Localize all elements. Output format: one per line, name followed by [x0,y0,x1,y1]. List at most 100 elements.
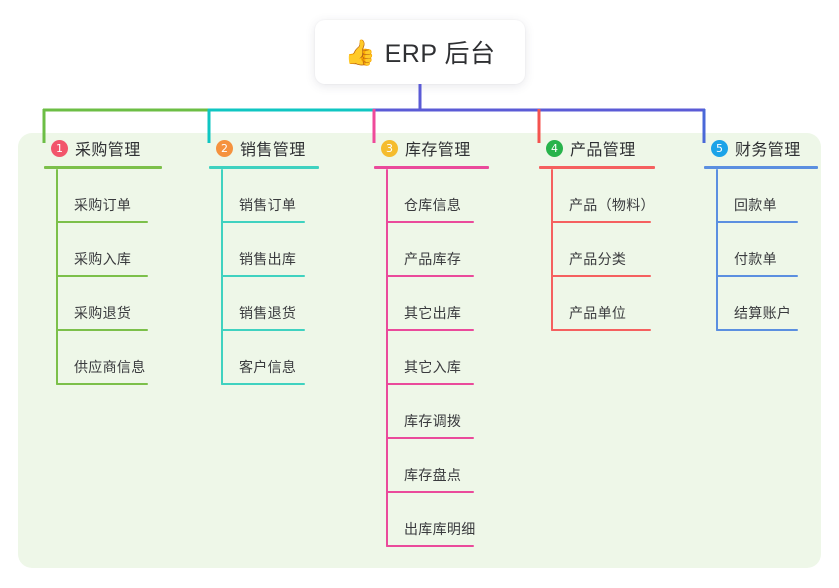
branch-item-rule [221,329,305,331]
branch-item[interactable]: 供应商信息 [56,331,180,385]
branch-item[interactable]: 其它出库 [386,277,510,331]
branch-spine [551,169,553,331]
branch-item[interactable]: 仓库信息 [386,169,510,223]
branch-item[interactable]: 采购退货 [56,277,180,331]
branch-item-label: 其它出库 [404,305,462,321]
branch-item[interactable]: 库存调拨 [386,385,510,439]
branch-item-label: 销售退货 [239,305,297,321]
branch-column-4: 4 产品管理产品（物料） 产品分类产品单位 [525,133,675,331]
branch-header-rule [209,166,319,169]
branch-item-label: 产品（物料） [569,197,655,213]
branch-item[interactable]: 销售订单 [221,169,345,223]
branch-item-rule [551,329,651,331]
branch-number-badge: 5 [711,139,728,157]
branch-header-5[interactable]: 5 财务管理 [690,133,830,163]
branch-item[interactable]: 产品（物料） [551,169,675,223]
branch-item-label: 产品库存 [404,251,462,267]
branch-item[interactable]: 采购入库 [56,223,180,277]
branch-item-label: 销售出库 [239,251,297,267]
branches-panel [18,133,821,568]
branch-item-rule [716,329,798,331]
branch-spine [221,169,223,385]
branch-title: 采购管理 [75,142,141,159]
branch-title: 财务管理 [735,142,801,159]
branch-items-4: 产品（物料） 产品分类产品单位 [551,169,675,331]
branch-title: 库存管理 [405,142,471,159]
branch-items-3: 仓库信息产品库存其它出库其它入库库存调拨库存盘点出库库明细 [386,169,510,547]
branch-header-4[interactable]: 4 产品管理 [525,133,675,163]
branch-item[interactable]: 其它入库 [386,331,510,385]
branch-item-rule [56,329,148,331]
branch-columns: 1 采购管理采购订单采购入库采购退货供应商信息 2 销售管理销售订单销售出库销售退货客… [0,133,839,568]
branch-item[interactable]: 产品库存 [386,223,510,277]
branch-item-label: 结算账户 [734,305,792,321]
branch-number-badge: 3 [381,139,398,157]
branch-item[interactable]: 客户信息 [221,331,345,385]
branch-item-rule [56,383,148,385]
branch-item-label: 客户信息 [239,359,297,375]
root-node-title: ERP 后台 [384,40,496,68]
branch-item-label: 仓库信息 [404,197,462,213]
branch-item-rule [56,221,148,223]
branch-item-rule [386,221,474,223]
branch-item-label: 产品分类 [569,251,627,267]
branch-item-label: 产品单位 [569,305,627,321]
branch-spine [386,169,388,547]
branch-item-rule [716,275,798,277]
branch-column-1: 1 采购管理采购订单采购入库采购退货供应商信息 [30,133,180,385]
branch-item[interactable]: 产品分类 [551,223,675,277]
branch-item-rule [551,221,651,223]
root-node-erp-backend[interactable]: 👍 ERP 后台 [315,20,525,84]
branch-item-rule [221,275,305,277]
branch-number-badge: 2 [216,139,233,157]
branch-header-2[interactable]: 2 销售管理 [195,133,345,163]
branch-item[interactable]: 销售退货 [221,277,345,331]
branch-title: 产品管理 [570,142,636,159]
branch-item-rule [386,491,474,493]
branch-number-badge: 4 [546,139,563,157]
branch-column-2: 2 销售管理销售订单销售出库销售退货客户信息 [195,133,345,385]
branch-item-rule [386,383,474,385]
branch-item-rule [386,545,474,547]
branch-item-rule [386,437,474,439]
branch-item[interactable]: 回款单 [716,169,830,223]
branch-item-rule [716,221,798,223]
branch-item-label: 库存盘点 [404,467,462,483]
branch-column-5: 5 财务管理回款单付款单结算账户 [690,133,830,331]
branch-item[interactable]: 付款单 [716,223,830,277]
branch-item-label: 采购订单 [74,197,132,213]
branch-number-badge: 1 [51,139,68,157]
branch-item[interactable]: 库存盘点 [386,439,510,493]
branch-item-label: 付款单 [734,251,777,267]
branch-item-rule [221,221,305,223]
branch-items-1: 采购订单采购入库采购退货供应商信息 [56,169,180,385]
branch-item-rule [551,275,651,277]
branch-item-label: 销售订单 [239,197,297,213]
branch-spine [56,169,58,385]
branch-spine [716,169,718,331]
branch-header-1[interactable]: 1 采购管理 [30,133,180,163]
branch-item-label: 回款单 [734,197,777,213]
branch-item[interactable]: 采购订单 [56,169,180,223]
branch-header-rule [374,166,489,169]
branch-items-2: 销售订单销售出库销售退货客户信息 [221,169,345,385]
branch-header-3[interactable]: 3 库存管理 [360,133,510,163]
branch-item[interactable]: 销售出库 [221,223,345,277]
branch-header-rule [539,166,655,169]
thumbs-up-emoji: 👍 [344,38,376,67]
branch-header-rule [704,166,818,169]
branch-item[interactable]: 出库库明细 [386,493,510,547]
branch-item-rule [386,275,474,277]
branch-item-rule [386,329,474,331]
branch-item-label: 采购入库 [74,251,132,267]
branch-item-label: 其它入库 [404,359,462,375]
branch-item-label: 采购退货 [74,305,132,321]
branch-header-rule [44,166,162,169]
branch-item-label: 库存调拨 [404,413,462,429]
branch-title: 销售管理 [240,142,306,159]
branch-column-3: 3 库存管理仓库信息产品库存其它出库其它入库库存调拨库存盘点出库库明细 [360,133,510,547]
branch-item-rule [221,383,305,385]
branch-item[interactable]: 产品单位 [551,277,675,331]
branch-item[interactable]: 结算账户 [716,277,830,331]
